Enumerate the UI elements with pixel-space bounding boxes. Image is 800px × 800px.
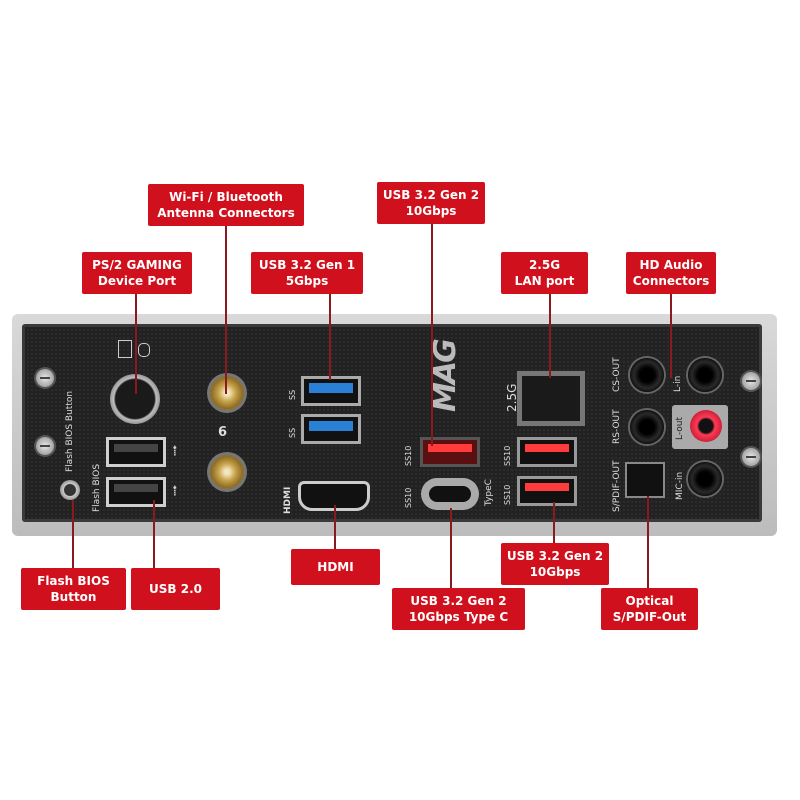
label-usb-gen1: USB 3.2 Gen 1 5Gbps <box>251 252 363 294</box>
label-usb-typec: USB 3.2 Gen 2 10Gbps Type C <box>392 588 525 630</box>
label-optical: Optical S/PDIF-Out <box>601 588 698 630</box>
hdmi-text: HDMI <box>283 486 293 514</box>
label-line: 10Gbps Type C <box>408 610 509 624</box>
typec-text: TypeC <box>484 479 494 506</box>
optical-spdif-port[interactable] <box>625 462 665 498</box>
mic-in-jack[interactable] <box>688 462 722 496</box>
leader-line <box>334 505 336 551</box>
leader-line <box>553 502 555 544</box>
usb-gen2-port[interactable] <box>517 476 577 506</box>
flash-bios-button[interactable] <box>60 480 80 500</box>
label-line: 5Gbps <box>285 274 329 288</box>
label-line: Antenna Connectors <box>157 206 295 220</box>
screw-icon <box>36 437 54 455</box>
spdif-out-text: S/PDIF-OUT <box>612 460 622 512</box>
superspeed-10-icon: SS10 <box>404 487 413 508</box>
label-line: Button <box>50 590 97 604</box>
label-line: USB 3.2 Gen 1 <box>258 258 356 272</box>
line-in-jack[interactable] <box>688 358 722 392</box>
screw-icon <box>742 448 760 466</box>
leader-line <box>450 508 452 592</box>
leader-line <box>549 294 551 378</box>
line-out-jack[interactable] <box>690 410 722 442</box>
keyboard-icon <box>118 340 132 358</box>
superspeed-10-icon: SS10 <box>404 445 413 466</box>
label-line: S/PDIF-Out <box>612 610 687 624</box>
usb-icon: ⭫ <box>172 441 178 460</box>
leader-line <box>72 500 74 568</box>
flash-bios-text: Flash BIOS <box>92 463 102 512</box>
rs-out-text: RS-OUT <box>612 409 622 444</box>
leader-line <box>431 224 433 446</box>
label-line: USB 3.2 Gen 2 <box>382 188 480 202</box>
cs-out-text: CS-OUT <box>612 357 622 392</box>
label-flash-bios: Flash BIOS Button <box>21 568 126 610</box>
label-usb-gen2-top: USB 3.2 Gen 2 10Gbps <box>377 182 485 224</box>
label-line: HD Audio <box>639 258 703 272</box>
rs-out-jack[interactable] <box>630 410 664 444</box>
label-line: 10Gbps <box>529 565 581 579</box>
label-line: Flash BIOS <box>37 574 110 588</box>
superspeed-10-icon: SS10 <box>503 484 512 505</box>
screw-icon <box>36 369 54 387</box>
leader-line <box>225 226 227 394</box>
cs-out-jack[interactable] <box>630 358 664 392</box>
superspeed-10-icon: SS10 <box>503 445 512 466</box>
l-in-text: L-in <box>673 375 683 392</box>
label-line: USB 3.2 Gen 2 <box>506 549 604 563</box>
label-usb2: USB 2.0 <box>131 568 220 610</box>
leader-line <box>135 294 137 394</box>
label-line: 10Gbps <box>405 204 457 218</box>
usb-gen1-port[interactable] <box>301 414 361 444</box>
mag-logo: MAG <box>428 340 463 412</box>
l-out-text: L-out <box>675 416 685 440</box>
label-usb-gen2-bottom: USB 3.2 Gen 2 10Gbps <box>501 543 609 585</box>
label-hd-audio: HD Audio Connectors <box>626 252 716 294</box>
label-line: LAN port <box>514 274 575 288</box>
label-line: Optical <box>625 594 674 608</box>
leader-line <box>670 294 672 378</box>
superspeed-icon: SS <box>288 427 297 438</box>
superspeed-icon: SS <box>288 389 297 400</box>
label-line: USB 2.0 <box>149 582 202 596</box>
wifi-antenna-connector[interactable] <box>210 376 244 410</box>
screw-icon <box>742 372 760 390</box>
usb-gen2-port[interactable] <box>420 437 480 467</box>
label-line: Connectors <box>632 274 710 288</box>
label-wifi-bluetooth: Wi-Fi / Bluetooth Antenna Connectors <box>148 184 304 226</box>
label-line: PS/2 GAMING <box>92 258 182 272</box>
label-hdmi: HDMI <box>291 549 380 585</box>
usb2-port[interactable] <box>106 437 166 467</box>
usb-icon: ⭫ <box>172 481 178 500</box>
wifi-antenna-connector[interactable] <box>210 455 244 489</box>
usb-typec-port[interactable] <box>421 478 479 510</box>
label-line: HDMI <box>317 560 354 574</box>
leader-line <box>153 500 155 568</box>
label-lan: 2.5G LAN port <box>501 252 588 294</box>
leader-line <box>647 496 649 590</box>
usb-gen1-port[interactable] <box>301 376 361 406</box>
usb-gen2-port[interactable] <box>517 437 577 467</box>
label-line: Wi-Fi / Bluetooth <box>169 190 283 204</box>
label-line: Device Port <box>97 274 177 288</box>
mic-in-text: MIC-in <box>675 471 685 500</box>
mouse-icon <box>138 343 150 357</box>
flash-bios-button-text: Flash BIOS Button <box>65 390 75 472</box>
leader-line <box>329 294 331 380</box>
lan-port[interactable] <box>517 371 585 426</box>
wifi6-logo: 6 <box>218 425 228 440</box>
label-ps2: PS/2 GAMING Device Port <box>82 252 192 294</box>
label-line: USB 3.2 Gen 2 <box>410 594 507 608</box>
usb2-port[interactable] <box>106 477 166 507</box>
label-line: 2.5G <box>528 258 561 272</box>
